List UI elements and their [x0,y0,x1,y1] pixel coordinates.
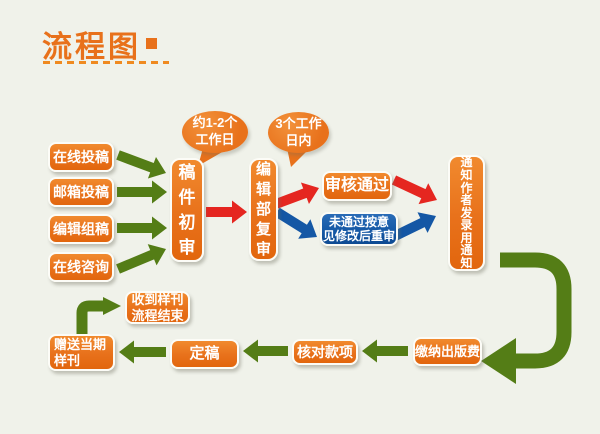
node-line: 未通过按意 [328,214,389,229]
node-line: 赠送当期 [54,337,107,353]
callout-line: 3个工作 [275,115,322,131]
arrow-online-to-initial [116,150,166,179]
arrow-verify-to-finalize [243,339,288,363]
arrow-uturn-head [481,338,516,384]
arrow-pay-to-verify [362,339,408,363]
node-process-end: 收到样刊 流程结束 [125,291,190,324]
callout-initial-review-time: 约1-2个 工作日 [182,111,248,153]
arrow-editor-to-initial [117,216,167,240]
node-editorial-review: 编辑部复审 [249,158,278,261]
node-line: 见修改后重审 [322,229,395,243]
node-review-passed: 审核通过 [322,171,392,201]
node-notify-author: 通知作者发录用通知 [448,155,485,271]
node-pay-fee: 缴纳出版费 [413,337,482,366]
callout-line: 工作日 [195,132,235,147]
node-line: 流程结束 [131,307,184,323]
node-line: 收到样刊 [131,292,184,308]
callout-line: 约1-2个 [192,115,238,131]
arrow-failed-to-notify [392,212,436,241]
node-verify-payment: 核对款项 [292,339,358,365]
callout-line: 日内 [285,132,312,148]
node-online-submit: 在线投稿 [48,142,114,172]
page-title: 流程图 [42,31,141,64]
node-finalize: 定稿 [170,339,239,369]
arrow-editorial-to-passed [274,182,319,209]
arrow-initial-to-editorial [206,200,247,224]
node-email-submit: 邮箱投稿 [48,177,114,207]
arrow-uturn-notify-to-pay [500,252,572,369]
arrow-passed-to-notify [391,175,437,205]
node-gift-sample: 赠送当期 样刊 [48,334,115,371]
node-editor-solicit: 编辑组稿 [48,214,114,244]
arrow-email-to-initial [117,180,167,204]
node-review-failed: 未通过按意 见修改后重审 [320,212,398,246]
arrow-editorial-to-failed [274,207,317,239]
node-online-consult: 在线咨询 [48,252,114,282]
node-initial-review: 稿件初审 [170,158,204,262]
arrow-consult-to-initial [116,244,166,274]
callout-editorial-review-time: 3个工作 日内 [268,112,329,153]
title-square-icon [146,38,157,49]
arrow-finalize-to-gift [119,340,166,364]
node-line: 样刊 [54,352,81,368]
arrow-gift-to-end-head [103,297,121,315]
title-dashed-underline [43,61,169,64]
